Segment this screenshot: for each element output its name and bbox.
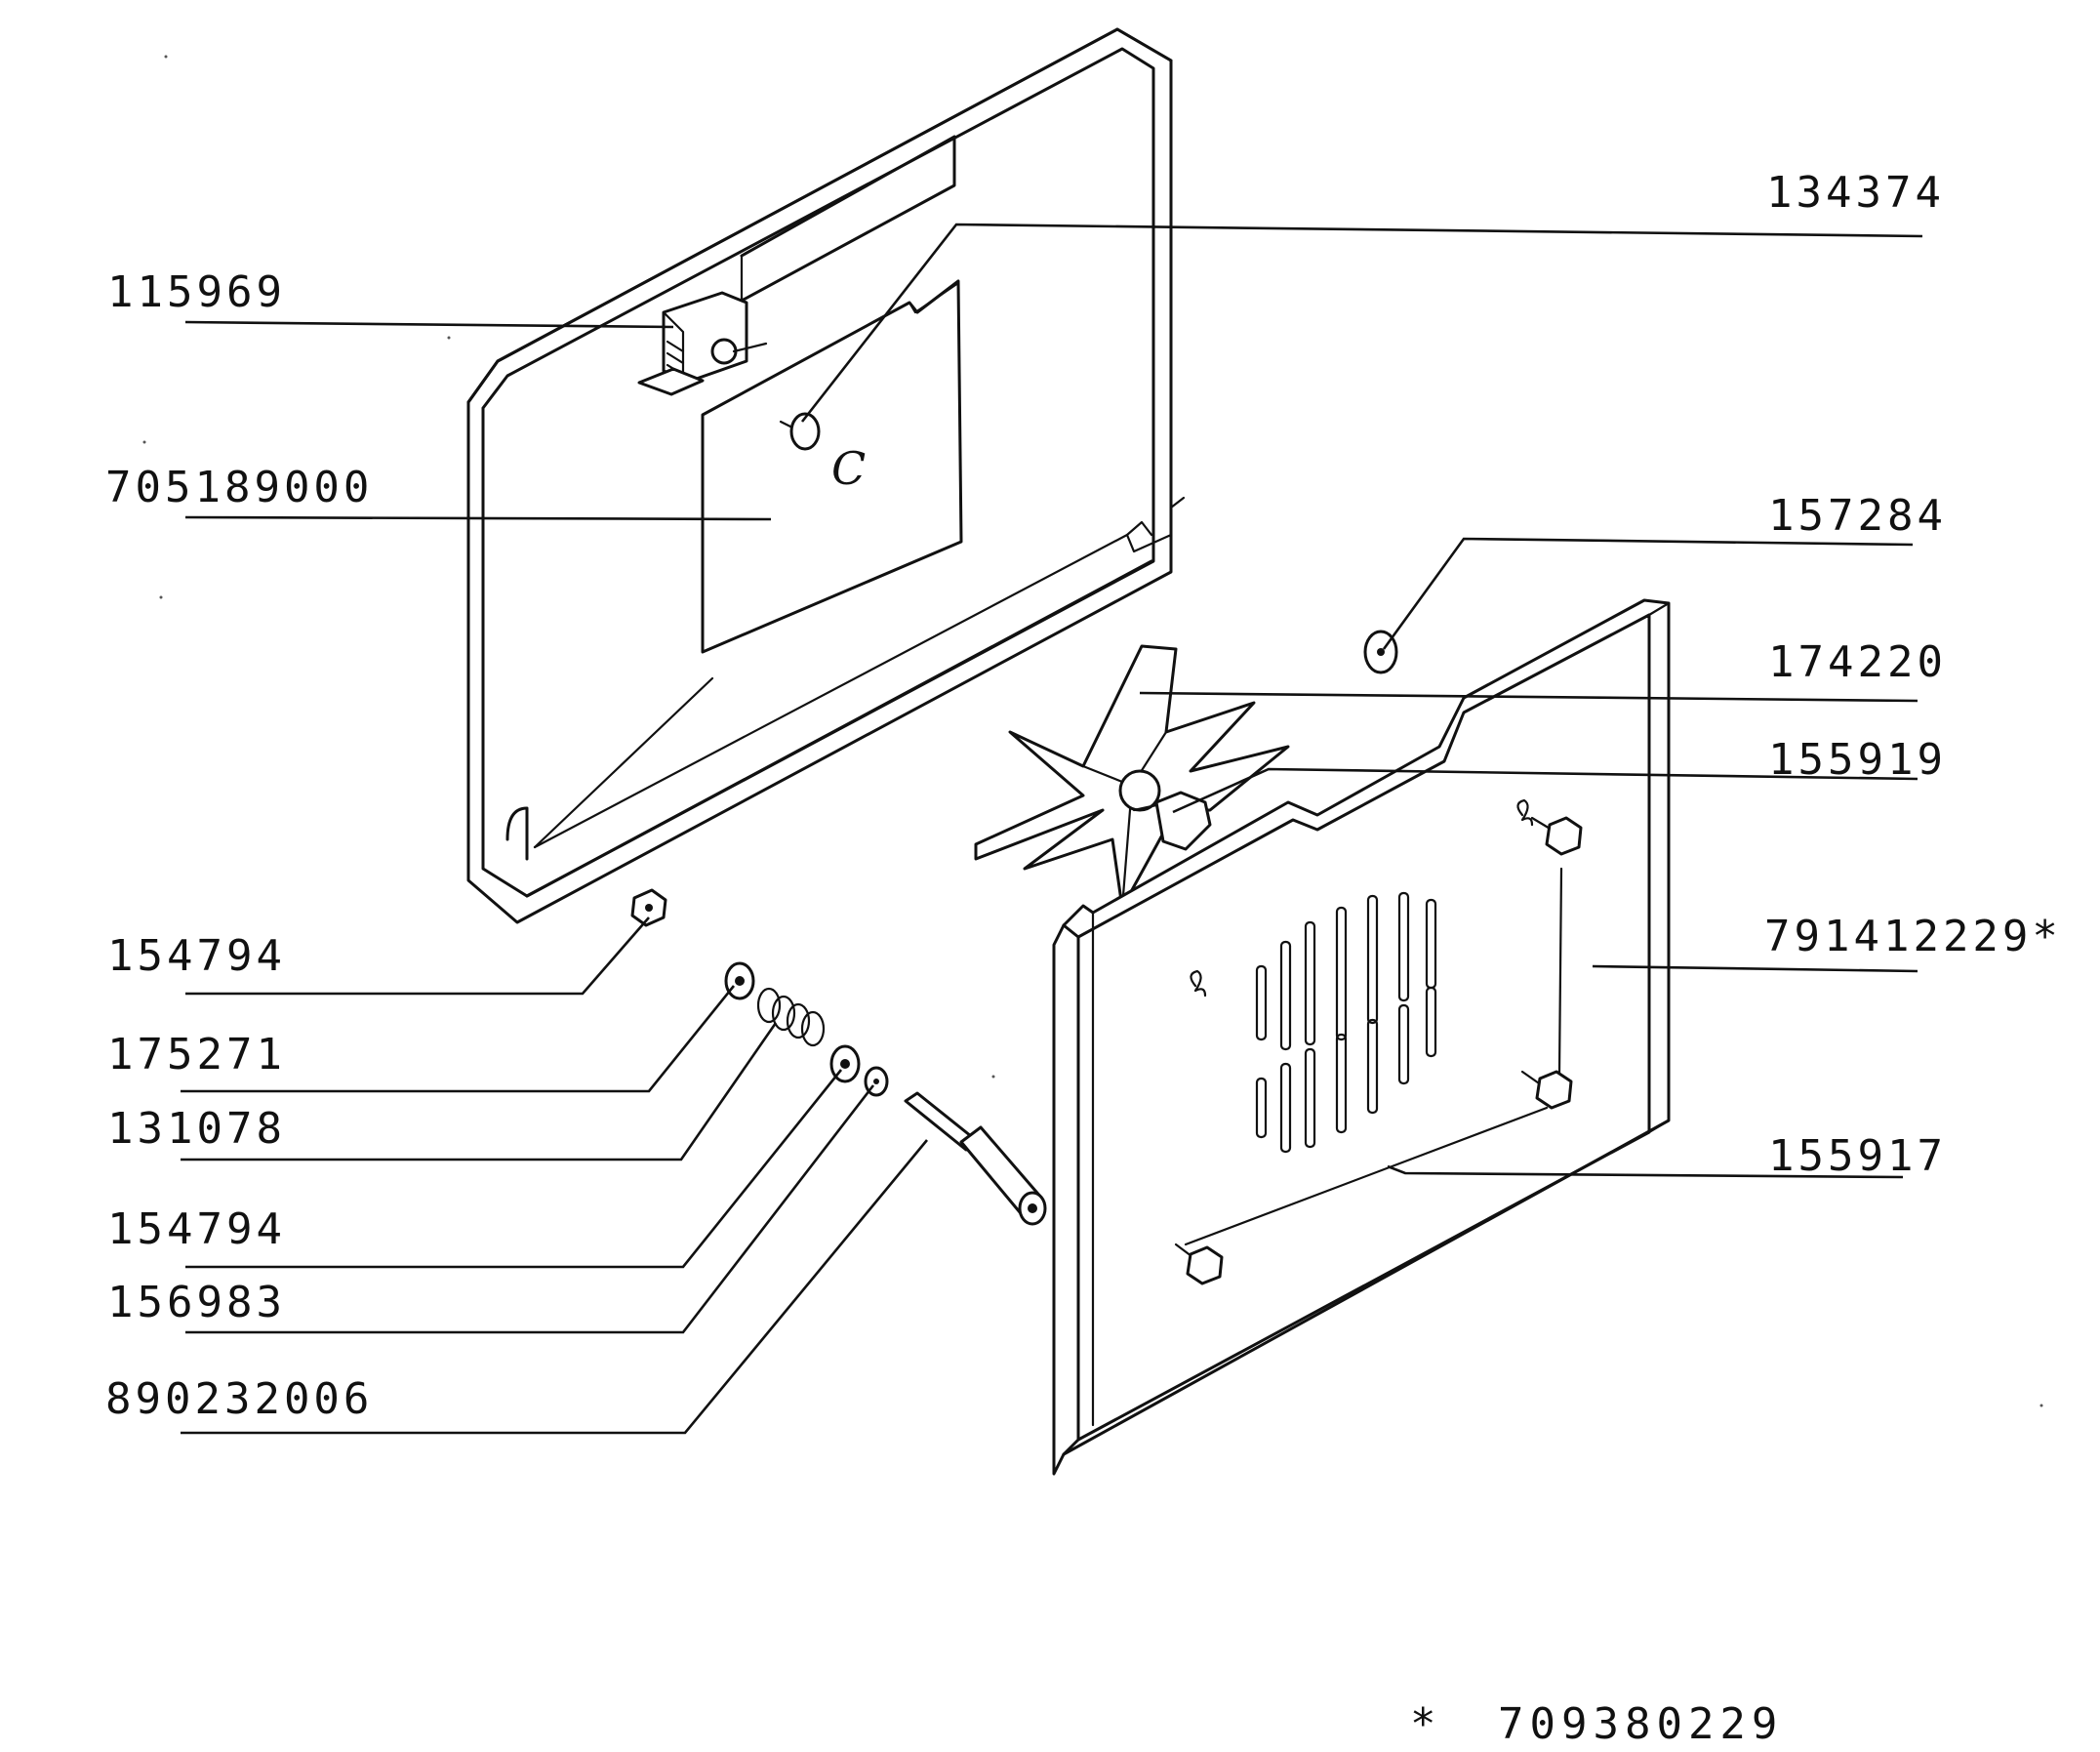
label-175271: 175271 bbox=[107, 1030, 286, 1080]
fan-blade bbox=[974, 644, 1290, 910]
scan-specks bbox=[142, 55, 2043, 1407]
panel-screws bbox=[1174, 816, 1583, 1285]
label-155917: 155917 bbox=[1768, 1131, 1947, 1181]
spring-washer-pin-assembly bbox=[724, 961, 1047, 1226]
footnote-marker: * bbox=[1410, 1699, 1442, 1749]
label-174220: 174220 bbox=[1768, 637, 1947, 687]
label-791412229: 791412229* bbox=[1764, 912, 2062, 961]
back-oven-panel bbox=[466, 27, 1186, 924]
leader-lines bbox=[181, 223, 1923, 1435]
label-154794-lower: 154794 bbox=[107, 1204, 286, 1254]
label-154794-upper: 154794 bbox=[107, 931, 286, 981]
screw-134374 bbox=[779, 412, 821, 451]
label-156983: 156983 bbox=[107, 1278, 286, 1327]
nut-154794-upper bbox=[630, 888, 667, 927]
label-705189000: 705189000 bbox=[105, 463, 374, 512]
fan-cover-grille bbox=[1190, 798, 1534, 1154]
thermostat-bracket bbox=[637, 291, 768, 396]
label-155919: 155919 bbox=[1768, 735, 1947, 785]
label-890232006: 890232006 bbox=[105, 1374, 374, 1424]
inline-c-mark: C bbox=[831, 442, 867, 495]
label-131078: 131078 bbox=[107, 1104, 286, 1154]
label-157284: 157284 bbox=[1768, 491, 1947, 541]
label-134374: 134374 bbox=[1766, 168, 1945, 218]
footnote-number: 709380229 bbox=[1498, 1699, 1784, 1749]
label-115969: 115969 bbox=[107, 267, 286, 317]
